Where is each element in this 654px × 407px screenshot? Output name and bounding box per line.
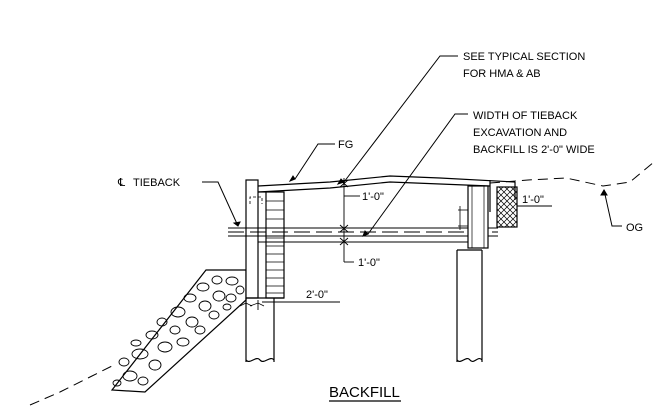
centerline-symbol: ℄: [117, 177, 125, 189]
leader-lines: [202, 55, 622, 237]
dim-bottom: 2'-0": [306, 289, 328, 301]
left-wall: [245, 179, 285, 299]
tieback-rods: [228, 227, 498, 243]
label-see-typical-line2: FOR HMA & AB: [463, 68, 541, 80]
drawing-title: BACKFILL: [329, 384, 400, 401]
label-width-line1: WIDTH OF TIEBACK: [473, 110, 578, 122]
label-og: OG: [626, 222, 643, 234]
dimension-marks: [239, 178, 552, 310]
left-pile: [245, 298, 275, 363]
dim-low: 1'-0": [358, 257, 380, 269]
label-width-line2: EXCAVATION AND: [473, 127, 567, 139]
label-see-typical-line1: SEE TYPICAL SECTION: [463, 51, 585, 63]
label-width-line3: BACKFILL IS 2'-0" WIDE: [473, 144, 595, 156]
label-fg: FG: [338, 139, 353, 151]
dim-top: 1'-0": [362, 191, 384, 203]
right-anchor: [456, 185, 489, 363]
label-tieback: TIEBACK: [133, 177, 181, 189]
dim-right: 1'-0": [522, 194, 544, 206]
hatched-block: [496, 186, 518, 228]
rock-slope-protection: [110, 269, 247, 393]
original-ground-line: [29, 161, 654, 406]
